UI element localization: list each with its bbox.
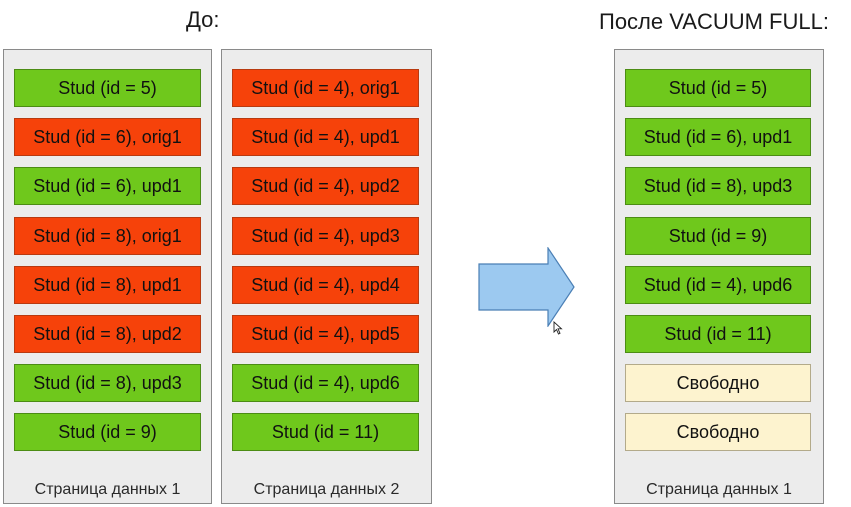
page-footer: Страница данных 2 — [253, 481, 400, 498]
tuple-row-dead: Stud (id = 4), upd2 — [232, 167, 419, 205]
tuple-row-dead: Stud (id = 8), upd1 — [14, 266, 201, 304]
tuple-row-dead: Stud (id = 8), orig1 — [14, 217, 201, 255]
tuple-row-live: Stud (id = 5) — [14, 69, 201, 107]
tuple-row-live: Stud (id = 8), upd3 — [625, 167, 811, 205]
page-footer: Страница данных 1 — [646, 481, 792, 498]
tuple-row-dead: Stud (id = 4), upd4 — [232, 266, 419, 304]
tuple-row-dead: Stud (id = 4), orig1 — [232, 69, 419, 107]
tuple-row-live: Stud (id = 8), upd3 — [14, 364, 201, 402]
tuple-row-dead: Stud (id = 4), upd3 — [232, 217, 419, 255]
tuple-row-dead: Stud (id = 8), upd2 — [14, 315, 201, 353]
page-footer: Страница данных 1 — [34, 481, 181, 498]
heading-before: До: — [186, 7, 220, 32]
free-slot: Свободно — [625, 364, 811, 402]
tuple-row-live: Stud (id = 6), upd1 — [625, 118, 811, 156]
right-arrow-icon — [478, 247, 575, 327]
tuple-row-dead: Stud (id = 6), orig1 — [14, 118, 201, 156]
tuple-row-dead: Stud (id = 4), upd1 — [232, 118, 419, 156]
tuple-row-live: Stud (id = 5) — [625, 69, 811, 107]
tuple-row-live: Stud (id = 6), upd1 — [14, 167, 201, 205]
heading-after: После VACUUM FULL: — [599, 9, 829, 34]
free-slot: Свободно — [625, 413, 811, 451]
mouse-cursor-icon — [553, 321, 563, 335]
tuple-row-live: Stud (id = 9) — [625, 217, 811, 255]
arrow-shape — [478, 247, 575, 327]
tuple-row-dead: Stud (id = 4), upd5 — [232, 315, 419, 353]
tuple-row-live: Stud (id = 11) — [232, 413, 419, 451]
tuple-row-live: Stud (id = 11) — [625, 315, 811, 353]
tuple-row-live: Stud (id = 4), upd6 — [625, 266, 811, 304]
tuple-row-live: Stud (id = 4), upd6 — [232, 364, 419, 402]
tuple-row-live: Stud (id = 9) — [14, 413, 201, 451]
